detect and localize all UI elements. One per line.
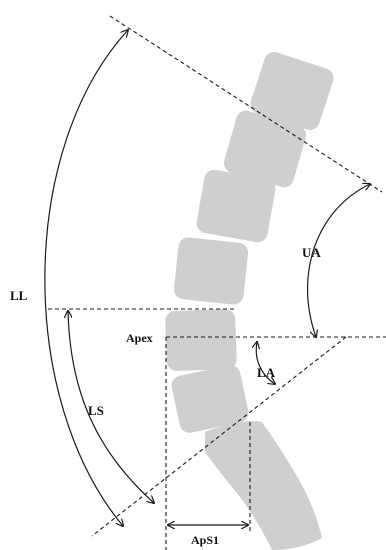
- vertebrae-group: [165, 52, 334, 550]
- vertebra-1: [250, 52, 334, 130]
- ua-label: UA: [302, 245, 321, 260]
- apex-label: Apex: [126, 331, 153, 345]
- ls-arc: [68, 311, 154, 503]
- vertebra-6: [171, 365, 249, 433]
- ll-arc: [44, 30, 128, 526]
- la-label: LA: [257, 365, 276, 380]
- ls-label: LS: [88, 403, 104, 418]
- upper-tangent-line: [109, 15, 383, 193]
- vertebra-3: [196, 169, 276, 243]
- vertebra-4: [173, 237, 249, 305]
- ll-label: LL: [10, 288, 28, 303]
- vertebra-5: [165, 309, 237, 371]
- measurement-arcs: [44, 30, 370, 526]
- ua-arc: [307, 184, 370, 337]
- vertebra-2: [223, 110, 307, 188]
- la-arc: [256, 342, 275, 384]
- aps1-label: ApS1: [191, 533, 219, 547]
- sacrum-shape: [205, 421, 322, 550]
- labels-group: LL LS UA LA Apex ApS1: [10, 245, 321, 547]
